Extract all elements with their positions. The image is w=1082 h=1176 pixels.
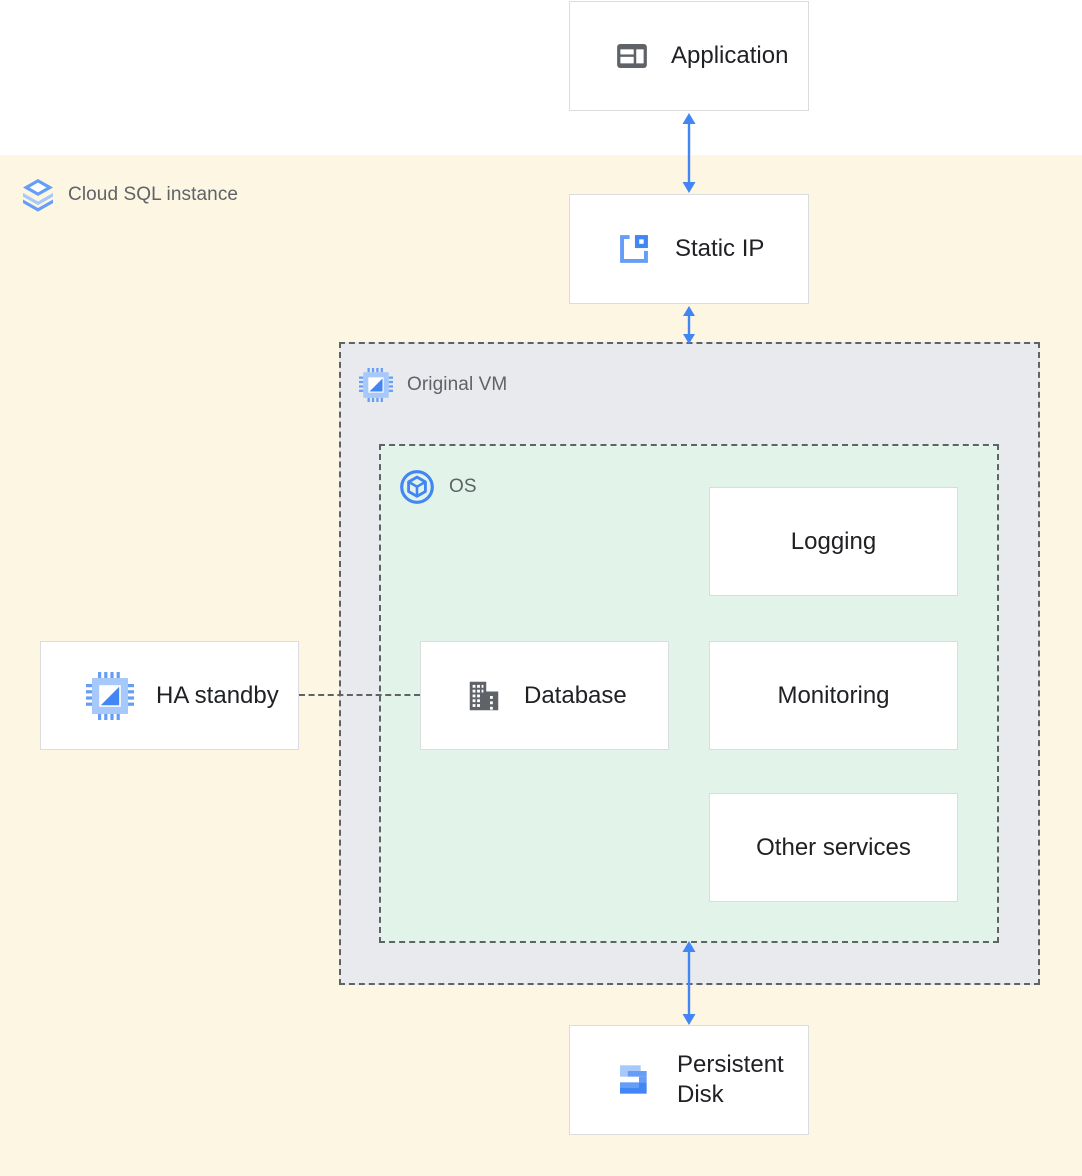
node-database[interactable]: Database <box>420 641 669 750</box>
region-label-cloud-sql-instance: Cloud SQL instance <box>22 178 238 212</box>
node-label: Other services <box>756 833 911 861</box>
database-building-icon <box>466 678 502 714</box>
cloud-sql-instance-icon <box>22 178 54 212</box>
region-label-original-vm: Original VM <box>359 368 507 402</box>
persistent-disk-icon <box>615 1060 655 1100</box>
node-static-ip[interactable]: Static IP <box>569 194 809 304</box>
connector-application-to-static-ip <box>674 112 704 199</box>
node-label: Persistent Disk <box>677 1051 784 1108</box>
node-other-services[interactable]: Other services <box>709 793 958 902</box>
connector-os-to-persistent-disk <box>674 940 704 1031</box>
os-container-icon <box>399 469 435 505</box>
static-ip-icon <box>615 230 653 268</box>
node-label: Monitoring <box>777 681 890 709</box>
region-label-text: Cloud SQL instance <box>68 184 239 205</box>
node-label: Application <box>671 42 789 69</box>
vm-chip-icon <box>86 671 134 720</box>
node-application[interactable]: Application <box>569 1 809 111</box>
node-logging[interactable]: Logging <box>709 487 958 596</box>
node-monitoring[interactable]: Monitoring <box>709 641 958 750</box>
vm-chip-icon <box>359 368 393 402</box>
region-label-text: Original VM <box>407 374 508 395</box>
connector-ha-standby-to-database <box>299 694 420 696</box>
node-label: Database <box>524 681 627 709</box>
region-label-os: OS <box>399 469 477 505</box>
node-persistent-disk[interactable]: Persistent Disk <box>569 1025 809 1135</box>
node-ha-standby[interactable]: HA standby <box>40 641 299 750</box>
application-window-icon <box>615 39 649 73</box>
region-label-text: OS <box>449 476 477 497</box>
connector-static-ip-to-original-vm <box>674 305 704 350</box>
node-label: HA standby <box>156 681 279 709</box>
node-label: Logging <box>790 527 877 555</box>
node-label: Static IP <box>675 235 765 262</box>
